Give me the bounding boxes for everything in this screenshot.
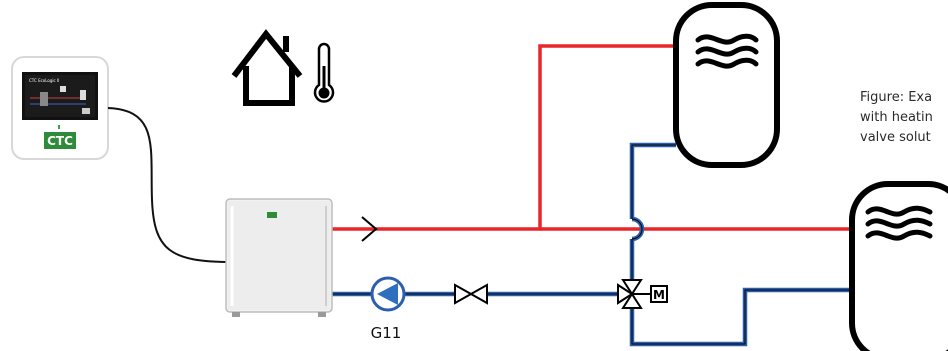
- house-icon: [231, 29, 303, 106]
- circulation-pump-g11: [370, 276, 406, 312]
- tank-lower: [849, 181, 948, 351]
- tank-upper: [673, 2, 780, 168]
- thermometer-icon: [313, 42, 335, 103]
- ctc-logo: [44, 132, 76, 149]
- controller-screen-title: CTC EcoLogic II: [29, 78, 59, 83]
- valve-actuator-letter: M: [653, 288, 665, 302]
- flow-direction-chevron: [361, 216, 378, 242]
- shutoff-valve: [454, 283, 488, 305]
- pump-label: G11: [370, 324, 402, 342]
- controller-unit: CTC EcoLogic II CTC: [11, 56, 109, 160]
- control-cable: [107, 107, 233, 263]
- heat-waves-icon: [865, 205, 933, 241]
- three-way-valve: [617, 279, 668, 309]
- return-pipes: [330, 142, 853, 347]
- supply-pipes: [330, 44, 853, 231]
- caption-line-3: valve solut: [860, 130, 931, 145]
- figure-caption: Figure: Exa with heatin valve solut: [860, 88, 948, 148]
- heat-pump-logo: [267, 212, 277, 218]
- caption-line-1: Figure: Exa: [860, 90, 933, 105]
- caption-line-2: with heatin: [860, 110, 933, 125]
- ctc-logo-text: CTC: [47, 134, 73, 148]
- heat-waves-icon: [695, 33, 759, 69]
- heat-pump-unit: [225, 198, 333, 317]
